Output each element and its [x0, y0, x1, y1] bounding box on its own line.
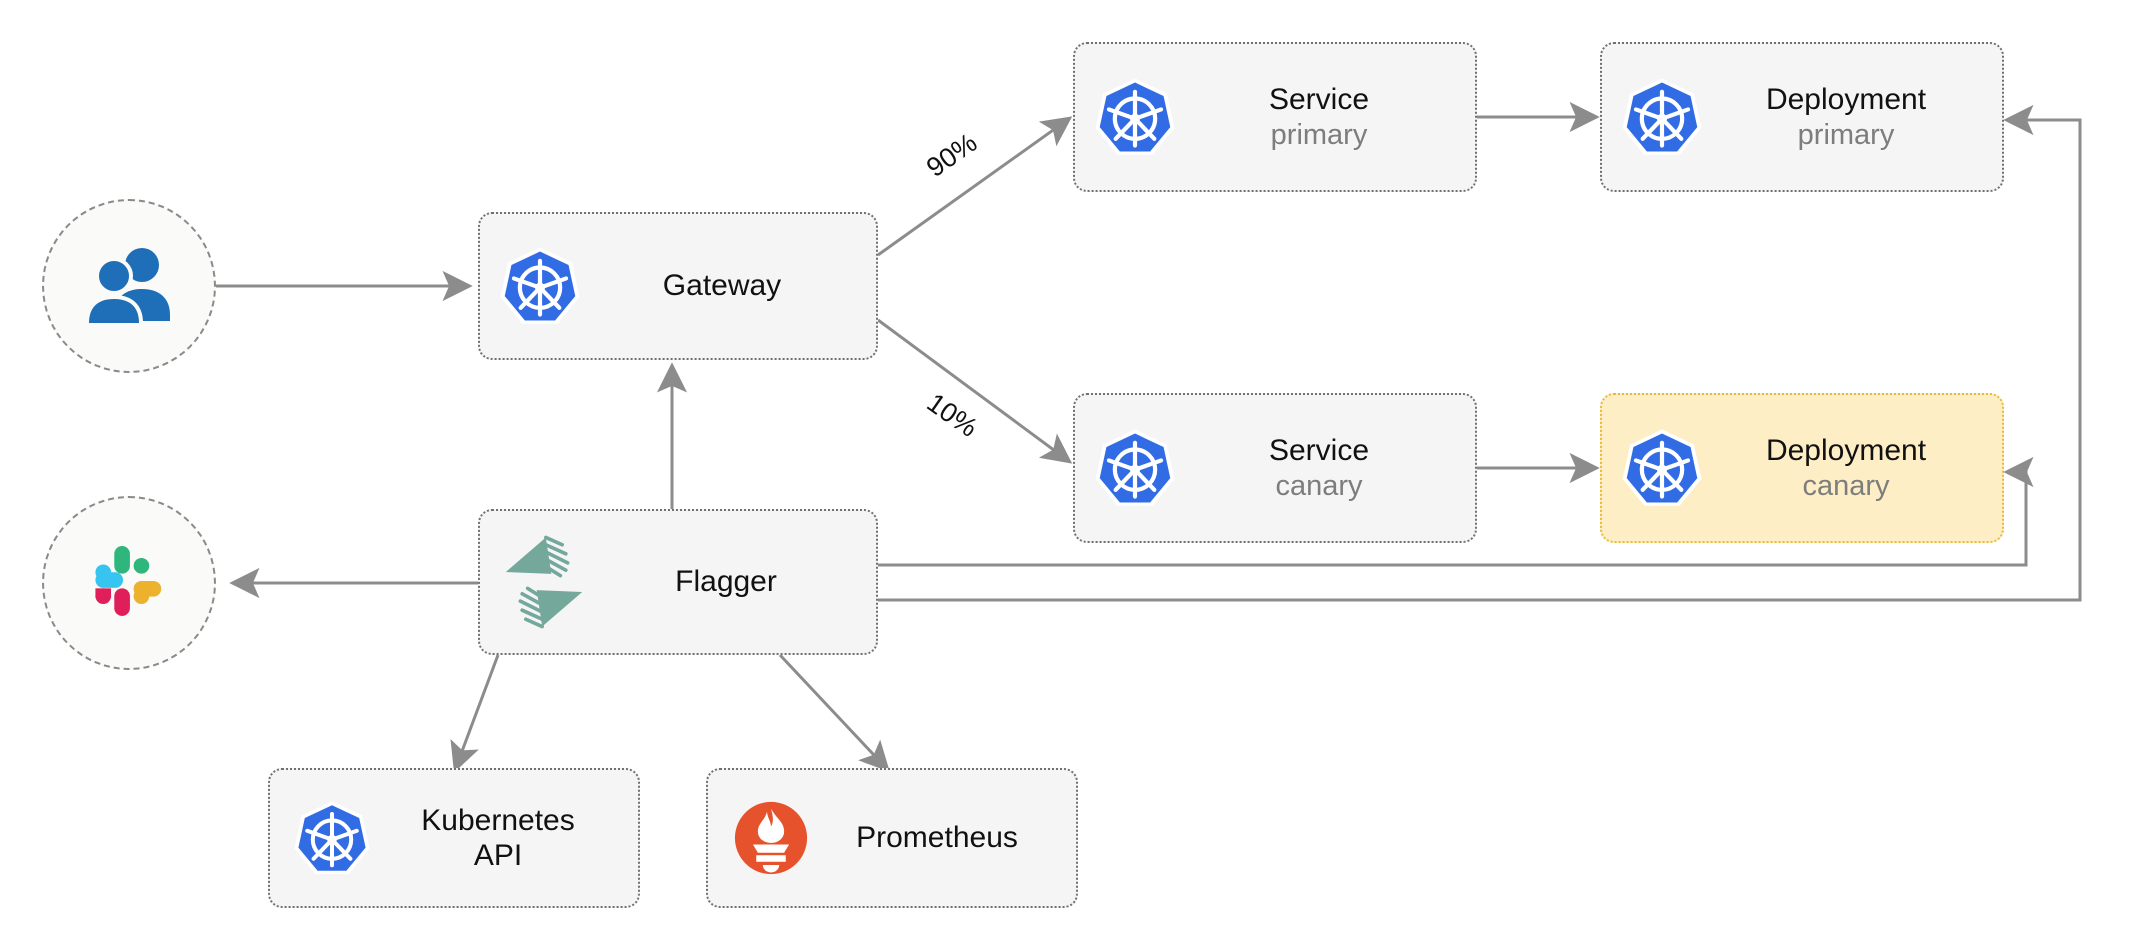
node-prometheus-title: Prometheus	[856, 821, 1018, 855]
users-icon	[81, 245, 177, 328]
node-flagger[interactable]: Flagger	[478, 509, 878, 655]
node-service-canary[interactable]: Service canary	[1073, 393, 1477, 543]
kubernetes-icon	[1620, 74, 1704, 160]
edge-gateway-to-service-canary	[877, 318, 1073, 464]
node-service-primary-labels: Service primary	[1177, 82, 1461, 152]
edge-flagger-to-deployment-primary	[878, 104, 2082, 602]
node-deployment-primary-subtitle: primary	[1797, 118, 1895, 151]
node-service-canary-title: Service	[1268, 434, 1370, 468]
node-deployment-canary[interactable]: Deployment canary	[1600, 393, 2004, 543]
kubernetes-icon	[1093, 74, 1177, 160]
node-slack[interactable]	[42, 496, 216, 670]
edge-gateway-to-service-primary	[877, 116, 1073, 257]
node-service-primary-subtitle: primary	[1270, 118, 1368, 151]
node-deployment-primary[interactable]: Deployment primary	[1600, 42, 2004, 192]
node-deployment-canary-subtitle: canary	[1802, 469, 1890, 502]
edge-flagger-to-prometheus	[778, 653, 890, 773]
kubernetes-icon	[1620, 425, 1704, 511]
node-kubernetes-api-labels: Kubernetes API	[372, 803, 624, 874]
node-service-canary-subtitle: canary	[1275, 469, 1363, 502]
node-kubernetes-api[interactable]: Kubernetes API	[268, 768, 640, 908]
node-users[interactable]	[42, 199, 216, 373]
node-service-primary-title: Service	[1268, 83, 1370, 117]
node-kubernetes-api-title: Kubernetes	[421, 803, 575, 837]
node-deployment-primary-title: Deployment	[1765, 83, 1927, 117]
node-flagger-title: Flagger	[675, 565, 777, 599]
node-kubernetes-api-subtitle: API	[473, 839, 523, 872]
node-prometheus-labels: Prometheus	[812, 820, 1062, 855]
edge-flagger-to-kubernetes-api	[450, 654, 500, 773]
node-deployment-canary-labels: Deployment canary	[1704, 433, 1988, 503]
node-service-primary[interactable]: Service primary	[1073, 42, 1477, 192]
kubernetes-icon	[1093, 425, 1177, 511]
node-prometheus[interactable]: Prometheus	[706, 768, 1078, 908]
flagger-icon	[498, 532, 590, 632]
node-gateway[interactable]: Gateway	[478, 212, 878, 360]
edge-flagger-to-deployment-canary	[878, 456, 2034, 567]
kubernetes-icon	[292, 797, 372, 879]
node-flagger-labels: Flagger	[590, 564, 862, 599]
node-deployment-canary-title: Deployment	[1765, 434, 1927, 468]
slack-icon	[83, 535, 175, 632]
node-deployment-primary-labels: Deployment primary	[1704, 82, 1988, 152]
prometheus-icon	[730, 797, 812, 879]
node-gateway-labels: Gateway	[582, 268, 862, 303]
node-gateway-title: Gateway	[662, 269, 782, 303]
node-service-canary-labels: Service canary	[1177, 433, 1461, 503]
kubernetes-icon	[498, 243, 582, 329]
